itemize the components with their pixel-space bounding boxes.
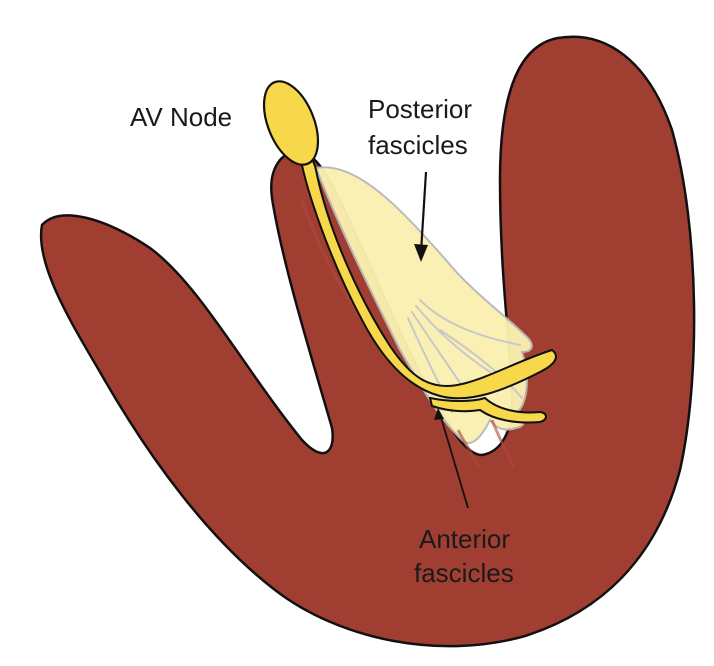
label-av-node: AV Node: [130, 102, 232, 132]
posterior-fascicle-fingers: [407, 299, 523, 413]
av-node: [262, 80, 320, 166]
anterior-arrow-head: [434, 408, 444, 420]
conduction-bundle: [298, 152, 557, 400]
label-posterior-line2: fascicles: [368, 130, 468, 160]
label-anterior-line2: fascicles: [414, 558, 514, 588]
myocardium-wall: [39, 35, 696, 648]
posterior-arrow-head: [414, 244, 428, 262]
anterior-branch: [428, 396, 547, 424]
label-anterior-line1: Anterior: [419, 524, 510, 554]
anterior-arrow-line: [439, 413, 469, 509]
posterior-arrow-line: [419, 171, 428, 253]
label-posterior-line1: Posterior: [368, 94, 472, 124]
